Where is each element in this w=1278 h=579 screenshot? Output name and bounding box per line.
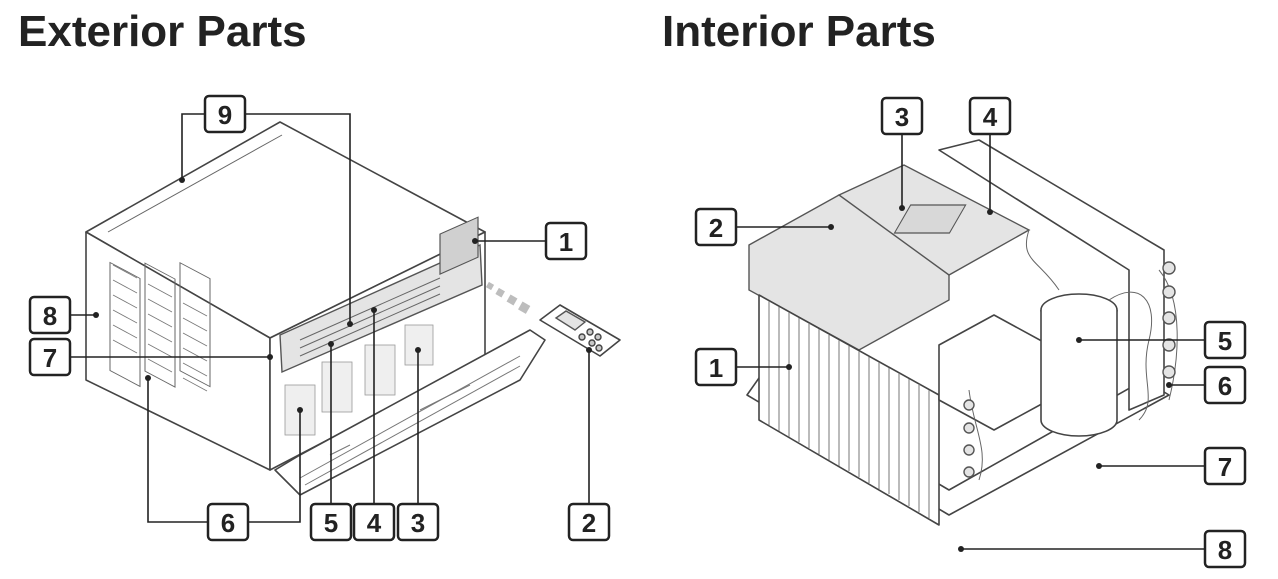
exterior-callout-7: 7 (28, 337, 72, 377)
interior-leader-lines (736, 134, 1205, 552)
svg-text:1: 1 (559, 227, 573, 257)
svg-text:7: 7 (1218, 452, 1232, 482)
exterior-callout-4: 4 (352, 502, 396, 542)
svg-text:7: 7 (43, 343, 57, 373)
interior-callout-6: 6 (1203, 365, 1247, 405)
svg-text:8: 8 (43, 301, 57, 331)
svg-text:1: 1 (709, 353, 723, 383)
interior-callout-7: 7 (1203, 446, 1247, 486)
interior-callout-1: 1 (694, 347, 738, 387)
exterior-parts-title: Exterior Parts (18, 7, 307, 56)
interior-callout-2: 2 (694, 207, 738, 247)
exterior-callout-8: 8 (28, 295, 72, 335)
svg-text:4: 4 (983, 102, 998, 132)
svg-text:6: 6 (1218, 371, 1232, 401)
interior-callout-4: 4 (968, 96, 1012, 136)
exterior-leader-lines (70, 113, 592, 523)
svg-text:2: 2 (709, 213, 723, 243)
svg-text:5: 5 (1218, 326, 1232, 356)
interior-parts-title: Interior Parts (662, 7, 936, 56)
svg-text:5: 5 (324, 508, 338, 538)
svg-text:4: 4 (367, 508, 382, 538)
svg-text:9: 9 (218, 100, 232, 130)
svg-text:3: 3 (411, 508, 425, 538)
svg-text:8: 8 (1218, 535, 1232, 565)
air-conditioner-exterior-drawing (85, 121, 621, 496)
remote-control-drawing (539, 304, 621, 357)
svg-text:6: 6 (221, 508, 235, 538)
exterior-callout-5: 5 (309, 502, 353, 542)
exterior-diagram: 9 1 8 7 6 5 4 3 2 (28, 94, 621, 542)
svg-text:2: 2 (582, 508, 596, 538)
air-conditioner-interior-drawing (746, 139, 1178, 526)
exterior-callout-9: 9 (203, 94, 247, 134)
exterior-callout-1: 1 (544, 221, 588, 261)
exterior-callout-3: 3 (396, 502, 440, 542)
svg-text:3: 3 (895, 102, 909, 132)
interior-callout-5: 5 (1203, 320, 1247, 360)
interior-callout-3: 3 (880, 96, 924, 136)
interior-diagram: 3 4 2 1 5 6 7 8 (694, 96, 1247, 569)
interior-callout-8: 8 (1203, 529, 1247, 569)
exterior-callout-6: 6 (206, 502, 250, 542)
exterior-callout-2: 2 (567, 502, 611, 542)
